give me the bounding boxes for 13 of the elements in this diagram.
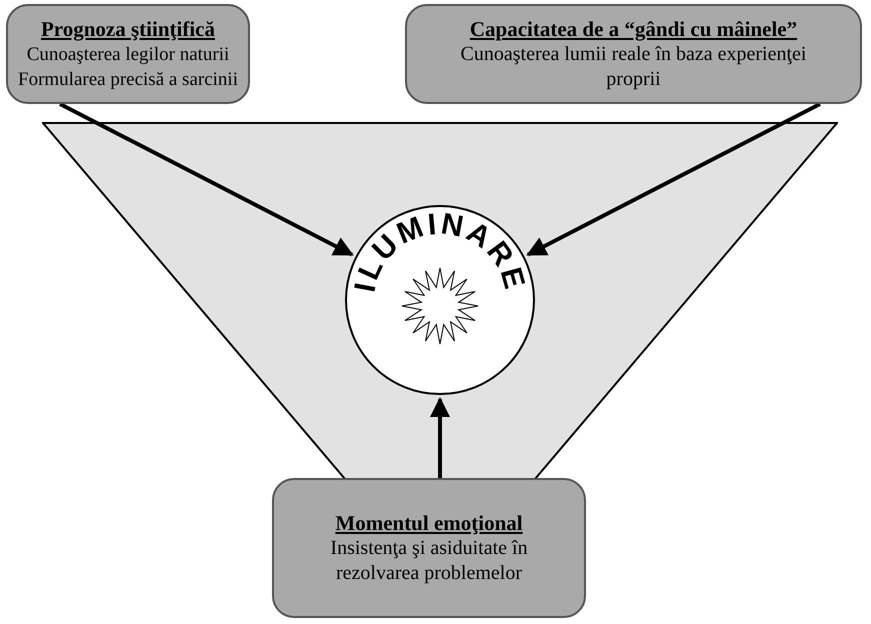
arrow xyxy=(59,102,354,256)
box-heading: Capacitatea de a “gândi cu mâinele” xyxy=(468,16,798,42)
box-text: Formularea precisă a sarcinii xyxy=(17,68,239,92)
arrow xyxy=(430,397,450,478)
box-heading: Momentul emoţional xyxy=(334,510,524,536)
rounded-box xyxy=(6,4,250,104)
box-text: Cunoaşterea legilor naturii xyxy=(26,43,230,67)
rounded-box xyxy=(272,478,586,618)
arrow xyxy=(526,102,821,256)
box-text: Insistenţa şi asiduitate în rezolvarea problemelor xyxy=(329,536,529,586)
rounded-box xyxy=(405,4,862,104)
box-text: Cunoaşterea lumii reale în baza experienţei proprii xyxy=(460,42,808,92)
box-heading: Prognoza ştiinţifică xyxy=(40,16,216,42)
